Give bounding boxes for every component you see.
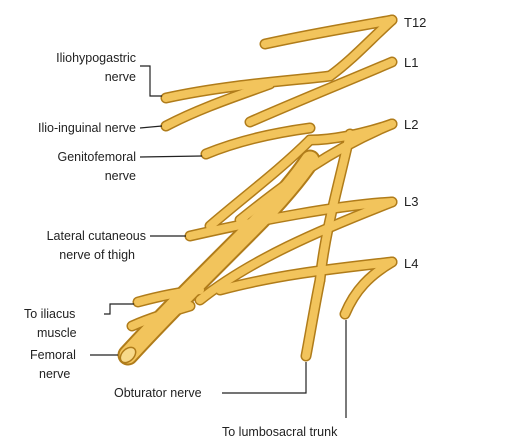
lumbosacral-branch bbox=[341, 258, 396, 318]
label-genitofemoral-line1: Genitofemoral bbox=[57, 150, 136, 164]
leader-obturator bbox=[222, 362, 307, 394]
t12-descending-branch bbox=[326, 16, 396, 80]
l1-root bbox=[246, 58, 396, 126]
leader-lines bbox=[90, 65, 347, 418]
label-obturator: Obturator nerve bbox=[114, 386, 202, 400]
label-genitofemoral-line2: nerve bbox=[105, 169, 136, 183]
labels: Iliohypogastric nerve Ilio-inguinal nerv… bbox=[24, 15, 426, 439]
leader-iliohypogastric bbox=[140, 65, 162, 97]
label-femoral-line1: Femoral bbox=[30, 348, 76, 362]
ilio-inguinal-nerve bbox=[162, 80, 274, 130]
leader-ilioinguinal bbox=[139, 125, 163, 129]
label-lateral-cutaneous-line2: nerve of thigh bbox=[59, 248, 135, 262]
l2-lateral-branch bbox=[206, 136, 314, 230]
femoral-nerve bbox=[119, 151, 319, 364]
leader-genitofemoral bbox=[139, 155, 203, 158]
obturator-nerve bbox=[302, 276, 324, 360]
label-iliohypogastric-line2: nerve bbox=[105, 70, 136, 84]
label-lateral-cutaneous-line1: Lateral cutaneous bbox=[47, 229, 146, 243]
femoral-nerve-cut-end bbox=[119, 346, 137, 364]
label-iliohypogastric-line1: Iliohypogastric bbox=[56, 51, 136, 65]
label-ilioinguinal: Ilio-inguinal nerve bbox=[38, 121, 136, 135]
root-label-l1: L1 bbox=[404, 55, 418, 70]
genitofemoral-nerve bbox=[202, 124, 314, 158]
lateral-cutaneous-nerve bbox=[186, 198, 396, 240]
l3-descending-branch bbox=[196, 198, 396, 304]
obturator-upper bbox=[316, 130, 354, 284]
t12-root bbox=[261, 16, 396, 48]
label-iliacus-line2: muscle bbox=[37, 326, 77, 340]
label-iliacus-line1: To iliacus bbox=[24, 307, 75, 321]
nerve-fills bbox=[119, 16, 396, 364]
label-femoral-line2: nerve bbox=[39, 367, 70, 381]
root-label-t12: T12 bbox=[404, 15, 426, 30]
root-label-l2: L2 bbox=[404, 117, 418, 132]
root-label-l4: L4 bbox=[404, 256, 418, 271]
root-label-l3: L3 bbox=[404, 194, 418, 209]
l4-root bbox=[216, 258, 396, 294]
leader-iliacus bbox=[104, 303, 134, 315]
label-lumbosacral: To lumbosacral trunk bbox=[222, 425, 338, 439]
